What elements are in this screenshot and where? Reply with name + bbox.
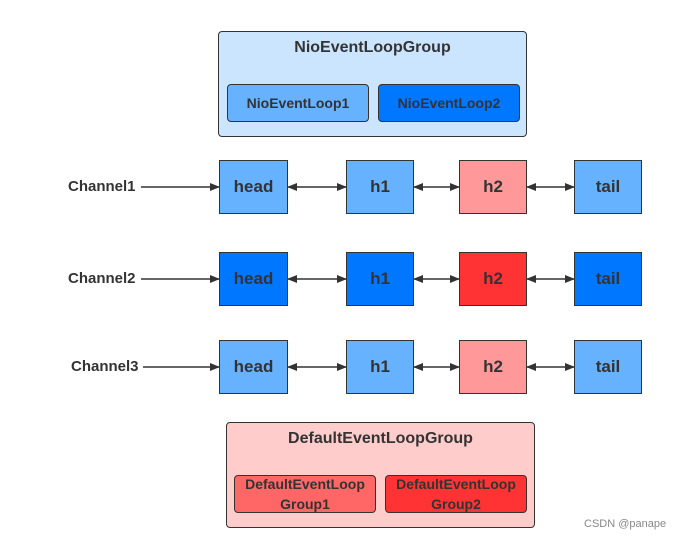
channel1-h2-node: h2 [459, 160, 527, 214]
channel2-h1-node: h1 [346, 252, 414, 306]
channel2-h2-node: h2 [459, 252, 527, 306]
channel3-head-node: head [219, 340, 288, 394]
default-event-loop-group-1-label: DefaultEventLoopGroup1 [245, 476, 365, 512]
default-event-loop-group-2: DefaultEventLoopGroup2 [385, 475, 527, 513]
default-event-loop-group-1: DefaultEventLoopGroup1 [234, 475, 376, 513]
channel3-h1-node: h1 [346, 340, 414, 394]
channel2-label: Channel2 [68, 270, 136, 287]
default-event-loop-group: DefaultEventLoopGroup DefaultEventLoopGr… [226, 422, 535, 528]
nio-event-loop-group: NioEventLoopGroup NioEventLoop1 NioEvent… [218, 31, 527, 137]
default-event-loop-group-2-label: DefaultEventLoopGroup2 [396, 476, 516, 512]
channel1-tail-node: tail [574, 160, 642, 214]
watermark: CSDN @panape [584, 518, 667, 530]
channel1-label: Channel1 [68, 178, 136, 195]
channel1-h1-node: h1 [346, 160, 414, 214]
channel2-head-node: head [219, 252, 288, 306]
channel3-tail-node: tail [574, 340, 642, 394]
channel1-head-node: head [219, 160, 288, 214]
nio-event-loop-2: NioEventLoop2 [378, 84, 520, 122]
channel2-tail-node: tail [574, 252, 642, 306]
default-group-title: DefaultEventLoopGroup [288, 430, 473, 447]
nio-event-loop-1: NioEventLoop1 [227, 84, 369, 122]
channel3-label: Channel3 [71, 358, 139, 375]
nio-group-title: NioEventLoopGroup [294, 39, 451, 56]
channel3-h2-node: h2 [459, 340, 527, 394]
